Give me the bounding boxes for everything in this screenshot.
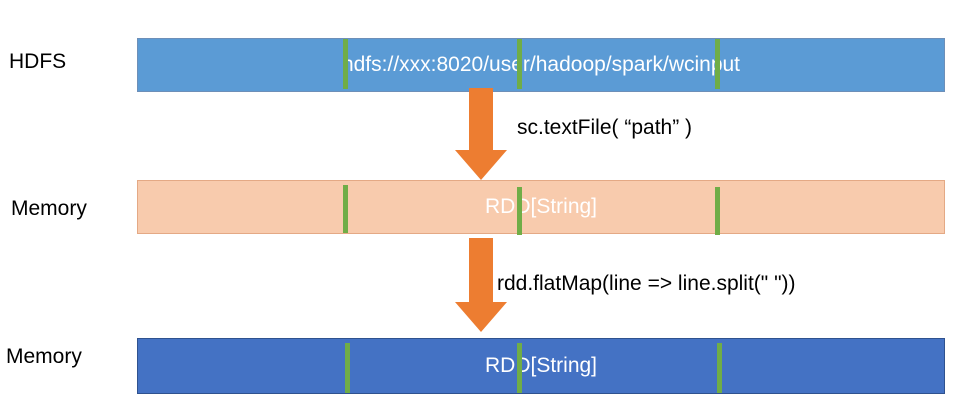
- partition-marker: [517, 343, 522, 393]
- hdfs-band: hdfs://xxx:8020/user/hadoop/spark/wcinpu…: [137, 38, 945, 92]
- memory-label-1: Memory: [11, 197, 87, 220]
- rdd-band-1: RDD[String]: [137, 180, 945, 235]
- partition-marker: [717, 343, 722, 393]
- partition-marker: [343, 39, 348, 89]
- hdfs-label: HDFS: [9, 50, 67, 73]
- textfile-operation: sc.textFile( “path” ): [517, 116, 693, 139]
- hdfs-path-text: hdfs://xxx:8020/user/hadoop/spark/wcinpu…: [341, 53, 741, 76]
- down-arrow: [455, 88, 507, 180]
- flatmap-operation: rdd.flatMap(line => line.split(" ")): [497, 272, 796, 295]
- down-arrow: [455, 238, 507, 332]
- partition-marker: [517, 187, 522, 235]
- rdd-text-2: RDD[String]: [484, 354, 598, 377]
- partition-marker: [517, 39, 522, 89]
- rdd-band-2: RDD[String]: [137, 338, 945, 394]
- partition-marker: [715, 187, 720, 235]
- memory-label-2: Memory: [6, 345, 82, 368]
- partition-marker: [345, 343, 350, 393]
- partition-marker: [343, 185, 348, 233]
- rdd-text-1: RDD[String]: [484, 195, 598, 218]
- partition-marker: [715, 39, 720, 89]
